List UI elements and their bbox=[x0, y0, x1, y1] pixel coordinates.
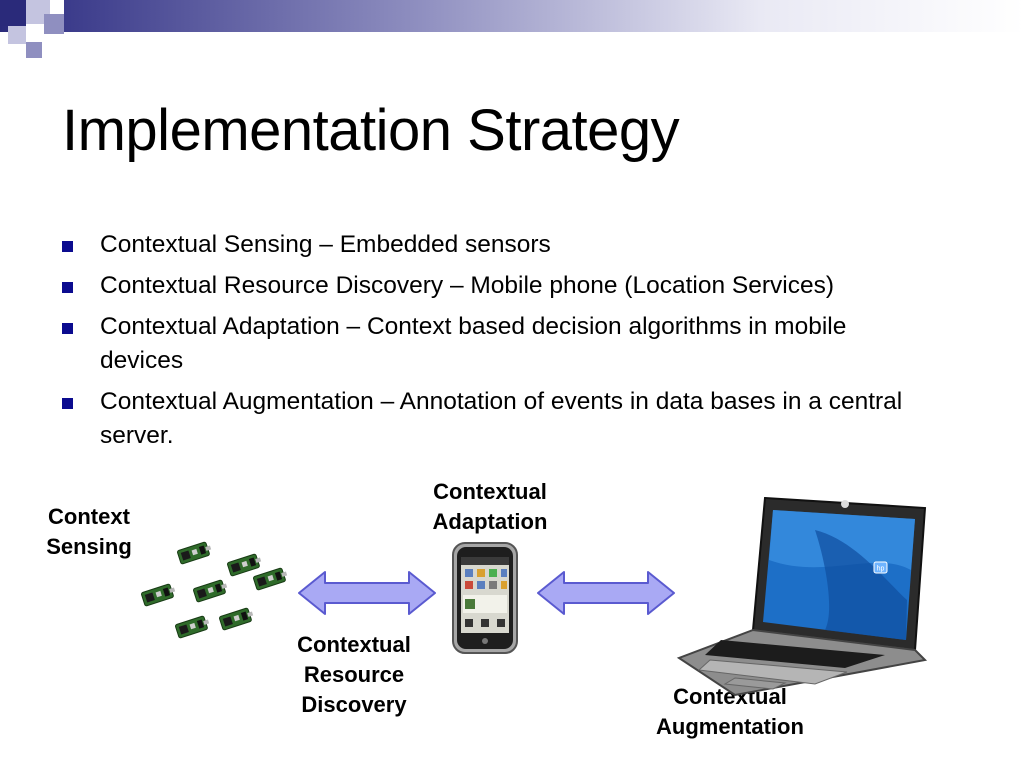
bullet-text: Contextual Resource Discovery – Mobile p… bbox=[100, 272, 834, 299]
context-sensing-label: Context Sensing bbox=[30, 502, 148, 562]
mobile-phone-illustration bbox=[452, 542, 518, 654]
sensor-board bbox=[218, 606, 256, 631]
bullet-list: Contextual Sensing – Embedded sensors Co… bbox=[62, 228, 982, 460]
header-square bbox=[26, 42, 42, 58]
label-line: Adaptation bbox=[432, 509, 548, 534]
header-square bbox=[8, 26, 26, 44]
sensor-board bbox=[252, 566, 290, 591]
sensor-board bbox=[174, 614, 212, 639]
bullet-square-icon bbox=[62, 398, 73, 409]
header-bar bbox=[0, 0, 1024, 32]
header-square bbox=[0, 0, 26, 26]
label-line: Resource bbox=[303, 662, 405, 687]
bullet-item: Contextual Resource Discovery – Mobile p… bbox=[62, 269, 982, 303]
header-square bbox=[44, 14, 64, 34]
sensor-boards-illustration bbox=[140, 540, 290, 639]
header-square bbox=[50, 0, 64, 14]
laptop-illustration: hp bbox=[676, 496, 928, 697]
double-arrow-right bbox=[537, 571, 675, 615]
label-line: Augmentation bbox=[656, 714, 804, 739]
sensor-board bbox=[226, 552, 264, 577]
bullet-text: Contextual Augmentation – Annotation of … bbox=[100, 388, 903, 449]
bullet-item: Contextual Augmentation – Annotation of … bbox=[62, 385, 982, 453]
label-line: Contextual bbox=[433, 479, 547, 504]
bullet-item: Contextual Sensing – Embedded sensors bbox=[62, 228, 982, 262]
bullet-item: Contextual Adaptation – Context based de… bbox=[62, 310, 900, 378]
label-line: Discovery bbox=[301, 692, 407, 717]
double-arrow-left bbox=[298, 571, 436, 615]
contextual-resource-discovery-label: Contextual Resource Discovery bbox=[280, 630, 428, 720]
label-line: Contextual bbox=[297, 632, 411, 657]
slide-title: Implementation Strategy bbox=[62, 98, 680, 163]
bullet-text: Contextual Sensing – Embedded sensors bbox=[100, 231, 551, 258]
label-line: Context bbox=[48, 504, 130, 529]
laptop-logo: hp bbox=[877, 566, 885, 573]
bullet-text: Contextual Adaptation – Context based de… bbox=[100, 313, 847, 374]
label-line: Sensing bbox=[46, 534, 132, 559]
sensor-board bbox=[140, 582, 178, 607]
sensor-board bbox=[192, 578, 230, 603]
bullet-square-icon bbox=[62, 323, 73, 334]
bullet-square-icon bbox=[62, 282, 73, 293]
contextual-adaptation-label: Contextual Adaptation bbox=[415, 477, 565, 537]
bullet-square-icon bbox=[62, 241, 73, 252]
sensor-board bbox=[176, 540, 214, 565]
header-square bbox=[26, 24, 44, 42]
